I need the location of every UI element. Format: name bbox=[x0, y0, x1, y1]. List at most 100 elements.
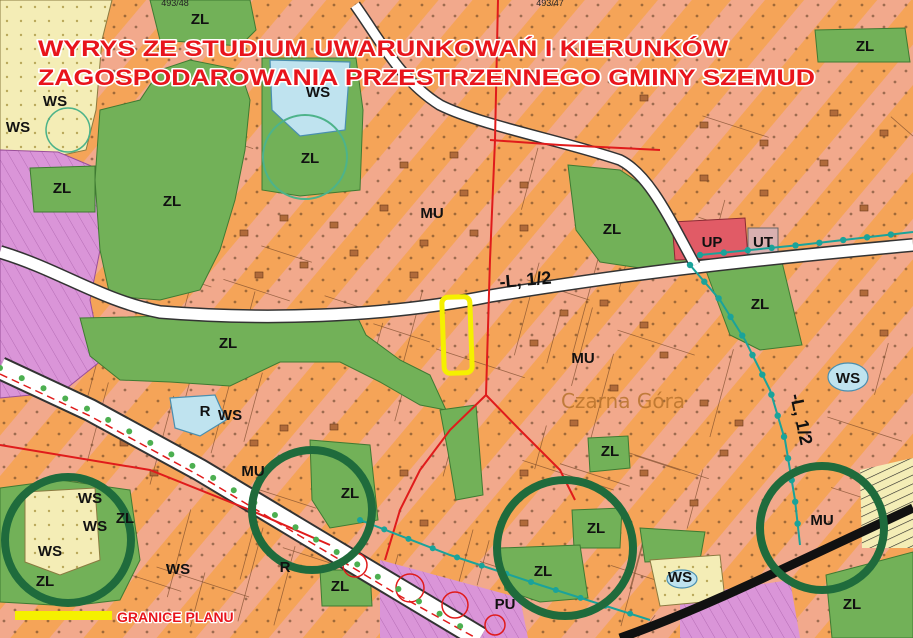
tree-row-marker bbox=[126, 428, 133, 435]
building bbox=[349, 249, 359, 257]
building bbox=[249, 439, 259, 447]
building bbox=[659, 351, 669, 359]
tree-row-marker bbox=[168, 451, 175, 458]
tree-row-marker bbox=[271, 511, 278, 518]
parcel-line bbox=[273, 546, 296, 626]
zone-label: R bbox=[200, 403, 211, 420]
pond bbox=[169, 394, 227, 437]
building bbox=[419, 519, 429, 527]
water-main-marker bbox=[774, 412, 781, 419]
tree-row-marker bbox=[83, 405, 90, 412]
place-name: Czarna Góra bbox=[561, 389, 685, 413]
parcel-number: 493/48 bbox=[161, 0, 189, 8]
building bbox=[759, 189, 769, 197]
water-main-marker bbox=[381, 526, 388, 533]
red-ring bbox=[441, 591, 469, 619]
tree-row-marker bbox=[313, 536, 320, 543]
highlight-circle bbox=[248, 446, 376, 574]
zone-label: ZL bbox=[301, 150, 319, 167]
tree-row-marker bbox=[333, 549, 340, 556]
building bbox=[529, 339, 539, 347]
building bbox=[734, 419, 744, 427]
building bbox=[759, 139, 769, 147]
building bbox=[409, 271, 419, 279]
main-road bbox=[0, 239, 913, 322]
building bbox=[639, 469, 649, 477]
zone-label: UT bbox=[753, 234, 773, 251]
water-main bbox=[699, 231, 913, 256]
parcel-line bbox=[827, 416, 903, 442]
tree-row-marker bbox=[354, 561, 361, 568]
parcel-line bbox=[571, 307, 593, 386]
water-main-marker bbox=[715, 295, 722, 302]
parcel-line bbox=[190, 572, 206, 627]
red-ring bbox=[484, 614, 506, 636]
protection-zone-ring bbox=[45, 107, 91, 153]
building bbox=[519, 519, 529, 527]
power-line bbox=[489, 139, 661, 151]
production-area bbox=[380, 560, 528, 638]
building bbox=[859, 289, 869, 297]
water-main-marker bbox=[792, 242, 799, 249]
parcel-line bbox=[620, 449, 709, 480]
zone-label: ZL bbox=[587, 520, 605, 537]
building bbox=[379, 204, 389, 212]
protection-zone-ring bbox=[262, 114, 348, 200]
building bbox=[599, 299, 609, 307]
building bbox=[879, 329, 889, 337]
forest-area bbox=[814, 27, 911, 63]
water-main-marker bbox=[794, 520, 801, 527]
parcel-line bbox=[702, 115, 769, 138]
building bbox=[859, 204, 869, 212]
parcel-line bbox=[559, 463, 630, 487]
building bbox=[469, 229, 479, 237]
zone-label: ZL bbox=[341, 485, 359, 502]
forest-area bbox=[94, 59, 251, 301]
zone-label: ZL bbox=[331, 578, 349, 595]
parcel-line bbox=[166, 509, 192, 598]
power-line bbox=[485, 394, 576, 501]
building bbox=[519, 181, 529, 189]
building bbox=[459, 189, 469, 197]
zone-label: ZL bbox=[843, 596, 861, 613]
building bbox=[699, 174, 709, 182]
zone-label: WS bbox=[836, 370, 860, 387]
water-main-marker bbox=[840, 236, 847, 244]
pond bbox=[666, 569, 698, 589]
parcel-number: 493/47 bbox=[536, 0, 564, 8]
parcel-line bbox=[435, 348, 525, 379]
water-main-marker bbox=[768, 244, 775, 252]
legend-label: GRANICE PLANU bbox=[117, 609, 234, 625]
tree-row-marker bbox=[18, 375, 25, 382]
tree-row-marker bbox=[457, 623, 464, 630]
building bbox=[639, 321, 649, 329]
parcel-line bbox=[686, 469, 704, 529]
building bbox=[519, 469, 529, 477]
zone-label: WS bbox=[306, 84, 330, 101]
zone-label: ZL bbox=[36, 573, 54, 590]
water-main-marker bbox=[863, 234, 871, 241]
zone-label: WS bbox=[218, 407, 242, 424]
tree-row-marker bbox=[415, 598, 422, 605]
building bbox=[329, 221, 339, 229]
highlight-circle bbox=[1, 473, 135, 607]
secondary-road bbox=[351, 2, 699, 268]
parcel-line bbox=[546, 308, 562, 364]
tree-row-marker bbox=[40, 385, 47, 392]
tree-row-marker bbox=[374, 573, 381, 580]
zone-label: ZL bbox=[856, 38, 874, 55]
building bbox=[559, 309, 569, 317]
tree-row-marker bbox=[189, 462, 196, 469]
zone-label: WS bbox=[38, 543, 62, 560]
tree-row-marker bbox=[62, 395, 69, 402]
zone-label: WS bbox=[43, 93, 67, 110]
water-main-marker bbox=[552, 587, 559, 594]
building bbox=[569, 419, 579, 427]
parcel-line bbox=[373, 323, 430, 343]
parcel-line bbox=[457, 529, 474, 587]
forest-area bbox=[149, 0, 257, 47]
parcel-line bbox=[588, 353, 614, 446]
zone-label: ZL bbox=[116, 510, 134, 527]
parcel-line bbox=[534, 425, 547, 470]
